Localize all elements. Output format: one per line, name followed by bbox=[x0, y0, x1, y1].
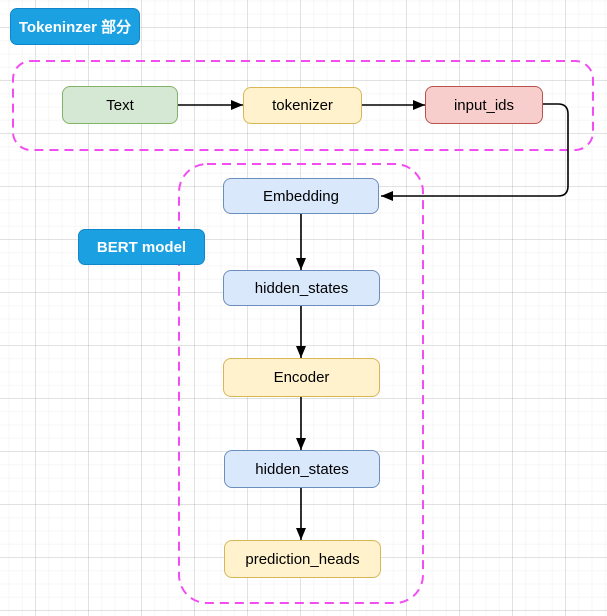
node-embedding[interactable]: Embedding bbox=[223, 178, 379, 214]
tokenizer-section-container[interactable] bbox=[12, 60, 594, 151]
node-input-ids[interactable]: input_ids bbox=[425, 86, 543, 124]
node-prediction-heads[interactable]: prediction_heads bbox=[224, 540, 381, 578]
edge-input-ids-to-embedding[interactable] bbox=[381, 103, 569, 201]
node-text[interactable]: Text bbox=[62, 86, 178, 124]
node-hidden-states-1[interactable]: hidden_states bbox=[223, 270, 380, 306]
node-tokenizer[interactable]: tokenizer bbox=[243, 87, 362, 124]
tokenizer-section-label[interactable]: Tokeninzer 部分 bbox=[10, 8, 140, 45]
bert-model-label[interactable]: BERT model bbox=[78, 229, 205, 265]
node-hidden-states-2[interactable]: hidden_states bbox=[224, 450, 380, 488]
bert-model-container[interactable] bbox=[178, 163, 424, 604]
node-encoder[interactable]: Encoder bbox=[223, 358, 380, 397]
